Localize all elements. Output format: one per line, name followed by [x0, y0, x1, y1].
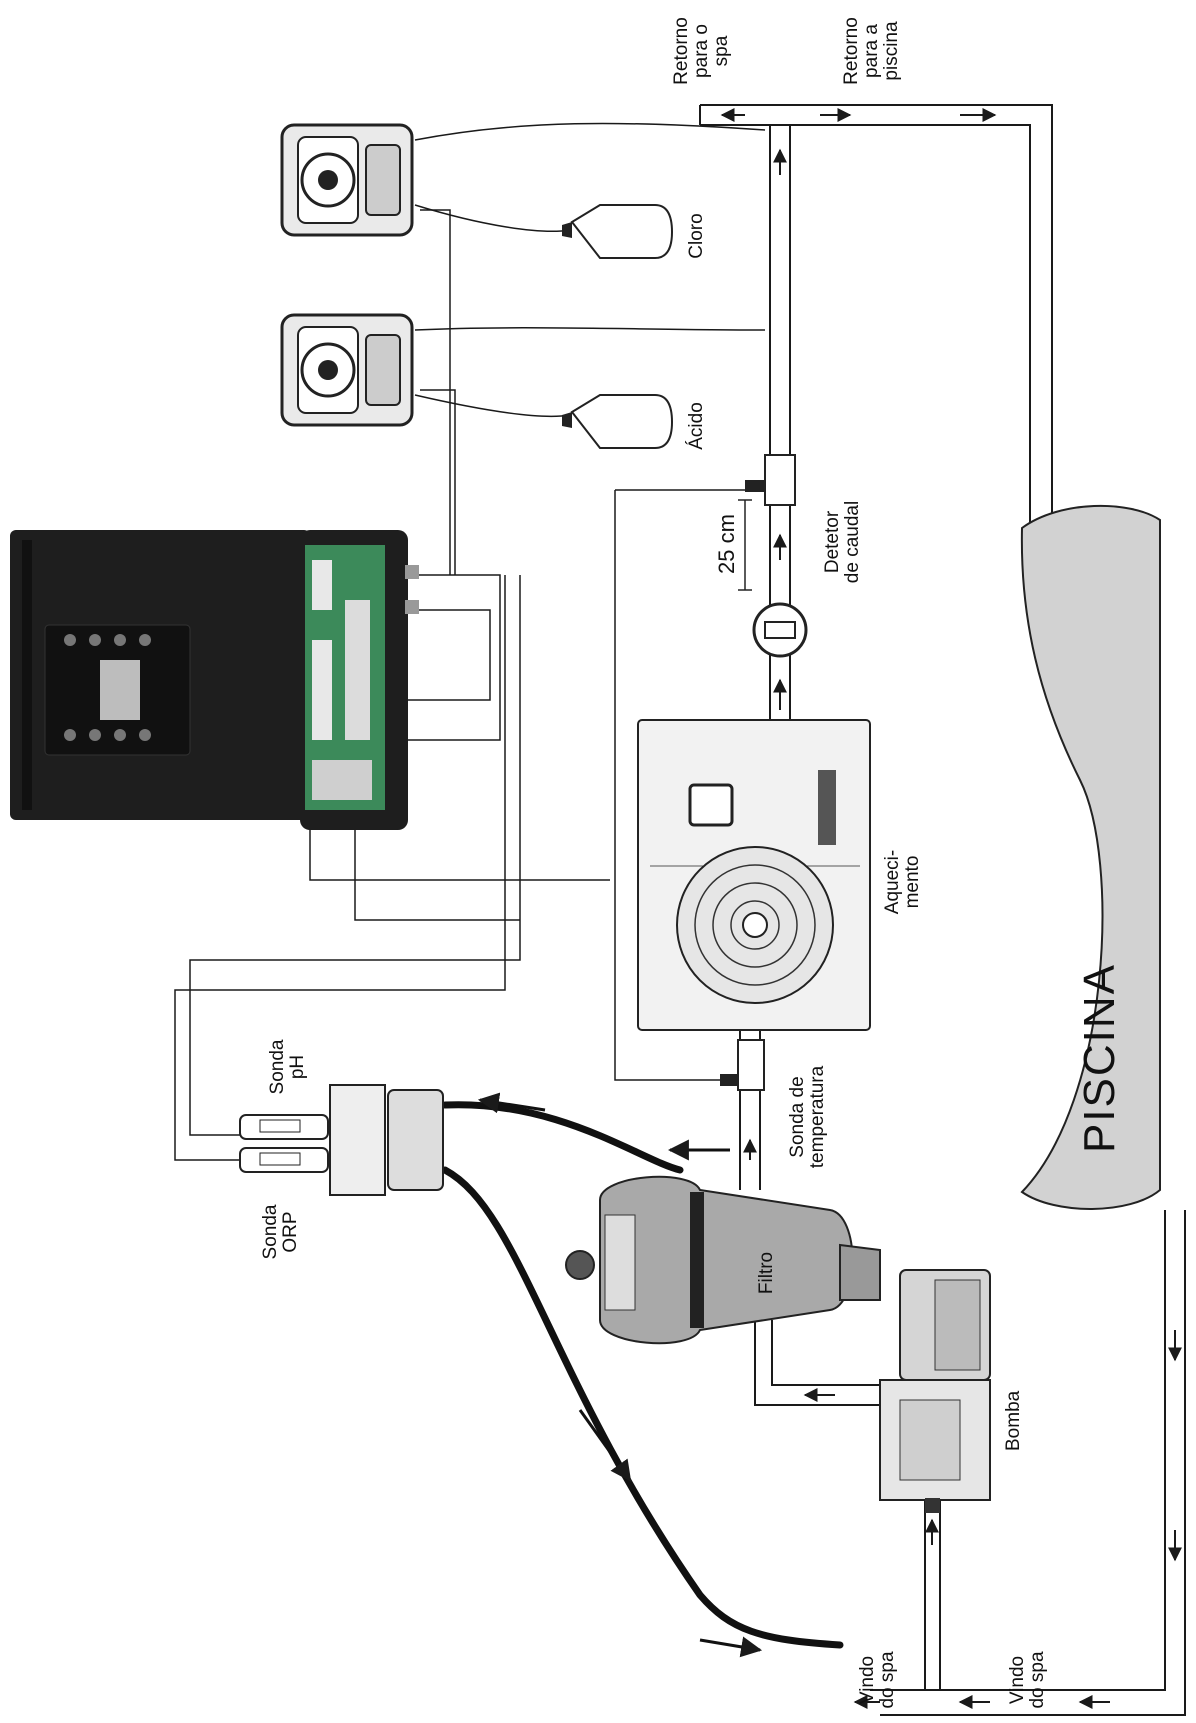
chlorine-dosing-pump — [280, 123, 414, 237]
label-distance: 25 cm — [714, 514, 739, 574]
heat-pump — [637, 719, 871, 1031]
label-from-spa-1: Vindo do spa — [857, 1651, 898, 1709]
temperature-probe — [720, 1039, 765, 1091]
label-filter: Filtro — [756, 1251, 777, 1295]
label-heating: Aqueci- mento — [882, 849, 923, 915]
label-temp-probe: Sonda de temperatura — [787, 1065, 828, 1169]
hose-arrows — [477, 1092, 763, 1658]
flow-arrows — [720, 108, 1182, 1709]
pool-basin — [1020, 504, 1161, 1210]
label-from-spa-2: Vindo do spa — [1007, 1651, 1048, 1709]
probe-holder — [239, 1084, 444, 1196]
control-wiring — [174, 122, 766, 1161]
acid-dosing-pump — [280, 313, 414, 427]
label-orp-probe: Sonda ORP — [260, 1204, 301, 1260]
flow-detector — [738, 454, 808, 658]
label-chlorine: Cloro — [686, 213, 707, 259]
control-unit — [10, 530, 419, 830]
label-pool: PISCINA — [1075, 962, 1124, 1154]
label-pump: Bomba — [1003, 1390, 1024, 1451]
chlorine-tank — [562, 204, 674, 259]
label-ph-probe: Sonda pH — [267, 1039, 308, 1095]
label-flow-detector: Detetor de caudal — [822, 500, 863, 584]
filter — [565, 1175, 881, 1345]
label-acid: Ácido — [686, 402, 707, 450]
acid-tank — [562, 394, 674, 449]
label-return-pool: Retorno para a piscina — [841, 17, 902, 85]
circulation-pump — [879, 1269, 991, 1513]
label-return-spa: Retorno para o spa — [671, 17, 732, 85]
